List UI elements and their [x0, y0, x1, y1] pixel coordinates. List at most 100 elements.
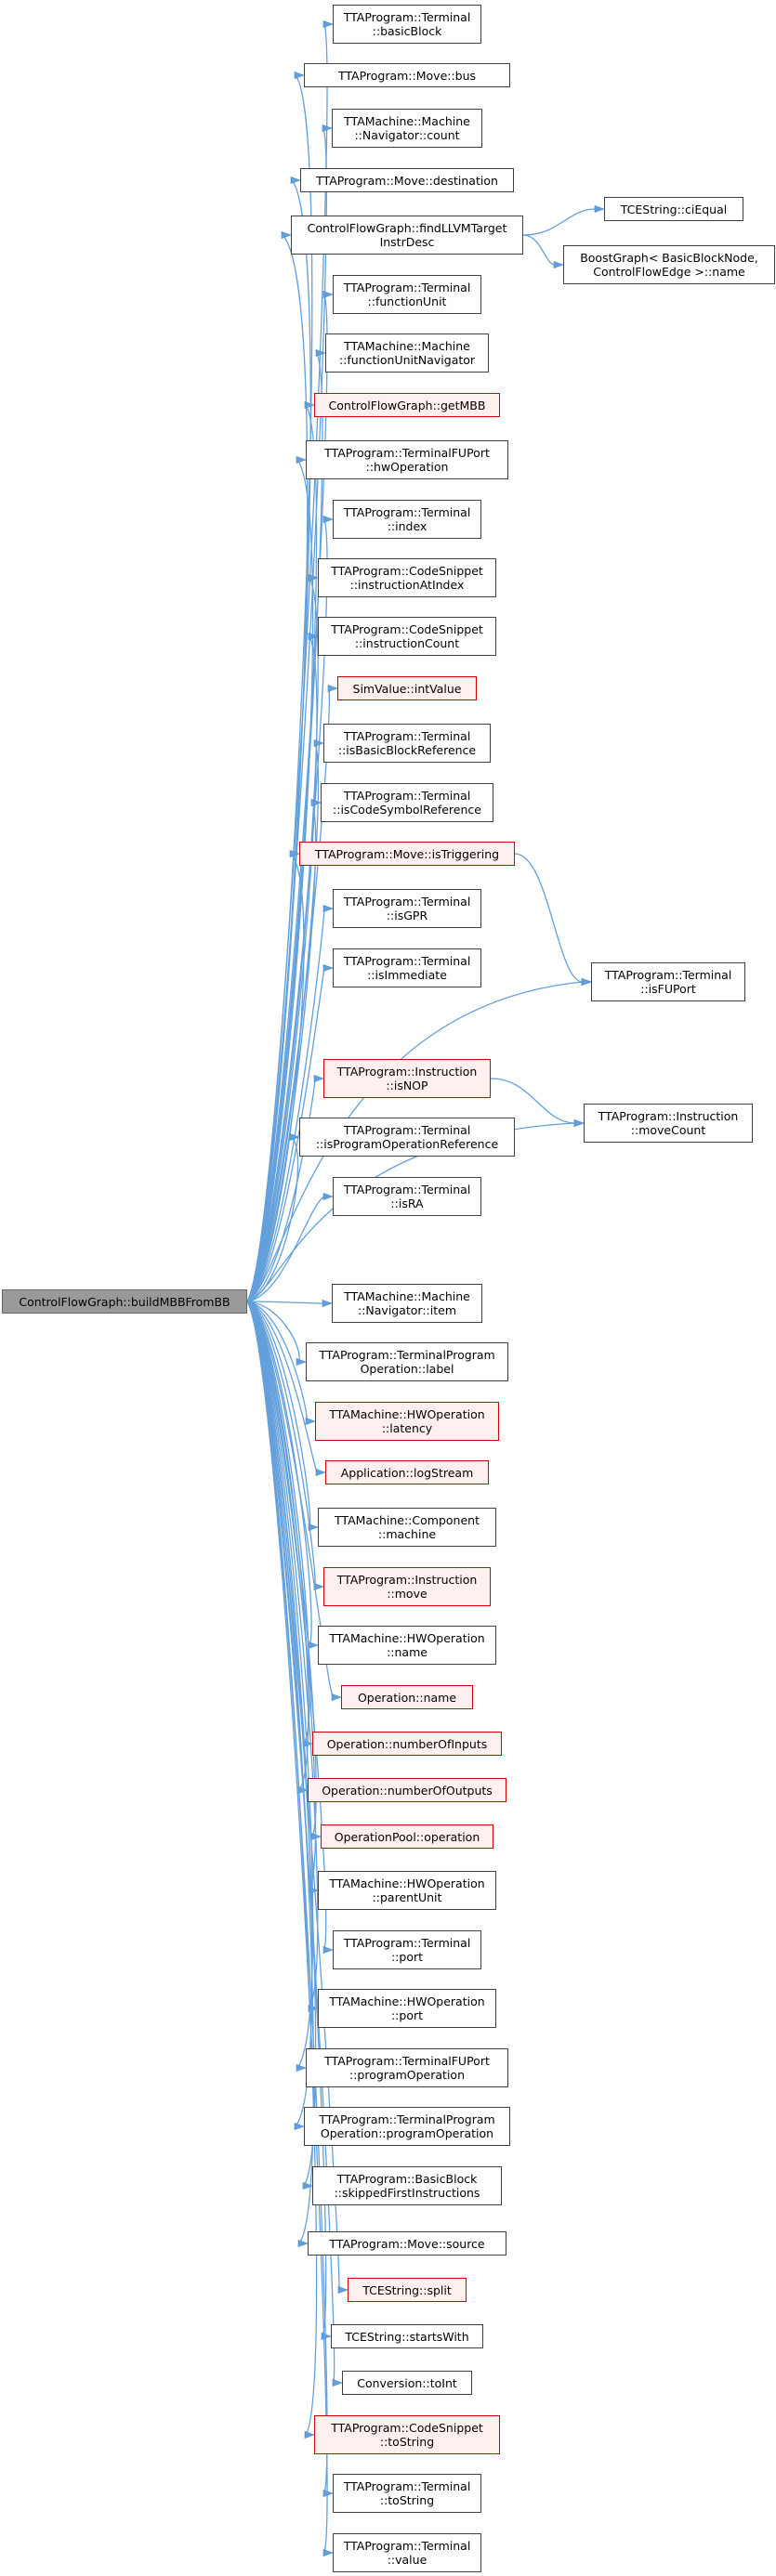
graph-node-ttaprogram-terminal-value[interactable]: TTAProgram::Terminal::value — [333, 2533, 481, 2572]
call-edge — [246, 802, 317, 1302]
node-label-line: TTAProgram::TerminalProgram — [319, 2112, 495, 2126]
node-label-line: TTAProgram::Terminal — [343, 789, 471, 803]
edge-arrowhead — [553, 260, 564, 269]
node-label-line: ControlFlowGraph::getMBB — [328, 398, 486, 412]
node-label-line: Operation::name — [357, 1690, 457, 1705]
graph-node-application-logstream[interactable]: Application::logStream — [325, 1460, 489, 1484]
node-label-line: Operation::numberOfOutputs — [322, 1783, 493, 1798]
node-label-line: ::skippedFirstInstructions — [334, 2186, 480, 2200]
edge-arrowhead — [296, 2063, 307, 2073]
graph-node-tcestring-startswith[interactable]: TCEString::startsWith — [331, 2324, 483, 2348]
node-label-line: ::Navigator::count — [354, 128, 460, 142]
call-edge — [246, 234, 309, 1302]
graph-node-simvalue-intvalue[interactable]: SimValue::intValue — [337, 676, 477, 700]
graph-node-ttaprogram-terminalfuport-programoperation[interactable]: TTAProgram::TerminalFUPort::programOpera… — [306, 2048, 508, 2087]
edge-arrowhead — [327, 684, 338, 693]
node-label-line: ::name — [387, 1645, 427, 1659]
node-label-line: SimValue::intValue — [352, 681, 462, 696]
graph-node-ttamachine-machine-navigator-count[interactable]: TTAMachine::Machine::Navigator::count — [332, 109, 482, 148]
graph-node-ttaprogram-terminal-index[interactable]: TTAProgram::Terminal::index — [333, 500, 481, 539]
graph-node-ttaprogram-codesnippet-instructionatindex[interactable]: TTAProgram::CodeSnippet::instructionAtIn… — [318, 558, 496, 597]
graph-node-ttamachine-hwoperation-parentunit[interactable]: TTAMachine::HWOperation::parentUnit — [318, 1871, 496, 1910]
graph-node-conversion-toint[interactable]: Conversion::toInt — [342, 2371, 472, 2395]
node-label-line: ::functionUnitNavigator — [338, 353, 476, 367]
graph-node-ttamachine-component-machine[interactable]: TTAMachine::Component::machine — [318, 1508, 496, 1547]
graph-node-ttaprogram-instruction-move[interactable]: TTAProgram::Instruction::move — [323, 1567, 491, 1606]
graph-node-ttaprogram-move-istriggering[interactable]: TTAProgram::Move::isTriggering — [299, 842, 515, 866]
call-edge — [246, 1301, 316, 1588]
graph-node-ttaprogram-move-source[interactable]: TTAProgram::Move::source — [308, 2231, 506, 2256]
graph-node-ttaprogram-terminal-isfuport[interactable]: TTAProgram::Terminal::isFUPort — [591, 962, 745, 1001]
node-label-line: TTAProgram::Instruction — [336, 1573, 478, 1587]
node-label-line: ::value — [387, 2553, 427, 2567]
graph-node-ttaprogram-codesnippet-tostring[interactable]: TTAProgram::CodeSnippet::toString — [314, 2415, 500, 2454]
graph-node-ttaprogram-terminal-port[interactable]: TTAProgram::Terminal::port — [333, 1930, 481, 1969]
graph-node-ttaprogram-instruction-movecount[interactable]: TTAProgram::Instruction::moveCount — [584, 1104, 753, 1143]
edge-arrowhead — [322, 1945, 334, 1955]
edge-arrowhead — [322, 2548, 334, 2557]
node-label-line: TTAProgram::Move::destination — [316, 173, 498, 188]
call-edge — [246, 1301, 310, 1745]
graph-node-operation-numberofinputs[interactable]: Operation::numberOfInputs — [312, 1732, 502, 1756]
graph-node-boostgraph-basicblocknode-controlflowedge-name[interactable]: BoostGraph< BasicBlockNode,ControlFlowEd… — [563, 245, 775, 284]
graph-node-ttaprogram-codesnippet-instructioncount[interactable]: TTAProgram::CodeSnippet::instructionCoun… — [318, 617, 496, 656]
node-label-line: ControlFlowGraph::findLLVMTarget — [307, 221, 507, 235]
node-label-line: ::isImmediate — [367, 968, 447, 982]
edge-arrowhead — [289, 1132, 300, 1142]
graph-node-tcestring-split[interactable]: TCEString::split — [348, 2278, 467, 2302]
node-label-line: ::isBasicBlockReference — [337, 743, 477, 757]
edge-arrowhead — [321, 2332, 332, 2341]
graph-node-operationpool-operation[interactable]: OperationPool::operation — [321, 1824, 493, 1849]
node-label-line: TTAProgram::Move::source — [329, 2236, 485, 2251]
graph-node-ttaprogram-terminal-basicblock[interactable]: TTAProgram::Terminal::basicBlock — [333, 5, 481, 44]
edge-arrowhead — [294, 71, 305, 80]
node-label-line: ::isRA — [390, 1196, 424, 1210]
graph-node-ttaprogram-move-bus[interactable]: TTAProgram::Move::bus — [304, 63, 510, 87]
graph-node-tcestring-ciequal[interactable]: TCEString::ciEqual — [604, 197, 743, 221]
graph-node-ttaprogram-terminal-isra[interactable]: TTAProgram::Terminal::isRA — [333, 1177, 481, 1216]
graph-node-ttamachine-hwoperation-latency[interactable]: TTAMachine::HWOperation::latency — [315, 1402, 499, 1441]
node-label-line: ::basicBlock — [372, 24, 442, 38]
edge-arrowhead — [581, 977, 592, 987]
node-label-line: ::parentUnit — [372, 1890, 442, 1904]
call-edge — [246, 967, 325, 1302]
node-label-line: TTAMachine::HWOperation — [329, 1994, 485, 2008]
edge-arrowhead — [308, 1523, 319, 1532]
graph-node-ttaprogram-terminal-isprogramoperationreference[interactable]: TTAProgram::Terminal::isProgramOperation… — [299, 1118, 515, 1157]
graph-node-ttaprogram-terminal-isimmediate[interactable]: TTAProgram::Terminal::isImmediate — [333, 948, 481, 987]
graph-node-ttaprogram-basicblock-skippedfirstinstructions[interactable]: TTAProgram::BasicBlock::skippedFirstInst… — [312, 2166, 502, 2205]
node-label-line: TTAProgram::Move::bus — [337, 68, 477, 83]
graph-node-ttaprogram-terminal-tostring[interactable]: TTAProgram::Terminal::toString — [333, 2474, 481, 2513]
graph-node-controlflowgraph-getmbb[interactable]: ControlFlowGraph::getMBB — [314, 393, 500, 417]
root-node[interactable]: ControlFlowGraph::buildMBBFromBB — [2, 1289, 247, 1314]
graph-node-ttaprogram-terminalfuport-hwoperation[interactable]: TTAProgram::TerminalFUPort::hwOperation — [306, 440, 508, 479]
graph-node-operation-numberofoutputs[interactable]: Operation::numberOfOutputs — [308, 1778, 506, 1802]
edge-arrowhead — [322, 1192, 334, 1201]
node-label-line: TCEString::startsWith — [345, 2329, 469, 2344]
graph-node-ttaprogram-terminal-isgpr[interactable]: TTAProgram::Terminal::isGPR — [333, 889, 481, 928]
node-label-line: TTAProgram::Terminal — [343, 10, 471, 24]
edge-arrowhead — [331, 1693, 342, 1702]
call-edge — [246, 1301, 328, 2554]
call-edge — [522, 208, 597, 236]
graph-node-ttaprogram-move-destination[interactable]: TTAProgram::Move::destination — [300, 168, 514, 192]
graph-node-ttaprogram-terminal-iscodesymbolreference[interactable]: TTAProgram::Terminal::isCodeSymbolRefere… — [321, 783, 493, 822]
graph-node-ttamachine-hwoperation-port[interactable]: TTAMachine::HWOperation::port — [318, 1989, 496, 2028]
graph-node-ttamachine-machine-functionunitnavigator[interactable]: TTAMachine::Machine::functionUnitNavigat… — [325, 333, 489, 373]
node-label-line: ::port — [390, 1950, 424, 1964]
call-edge — [246, 1301, 308, 1422]
node-label-line: ::isFUPort — [640, 982, 696, 996]
node-label-line: Application::logStream — [340, 1465, 474, 1480]
graph-node-ttamachine-hwoperation-name[interactable]: TTAMachine::HWOperation::name — [318, 1626, 496, 1665]
node-label-line: TTAProgram::TerminalFUPort — [324, 2054, 490, 2068]
graph-node-operation-name[interactable]: Operation::name — [341, 1685, 473, 1709]
graph-node-ttaprogram-terminal-functionunit[interactable]: TTAProgram::Terminal::functionUnit — [333, 275, 481, 314]
graph-node-ttaprogram-instruction-isnop[interactable]: TTAProgram::Instruction::isNOP — [323, 1059, 491, 1098]
graph-node-ttaprogram-terminal-isbasicblockreference[interactable]: TTAProgram::Terminal::isBasicBlockRefere… — [323, 724, 491, 763]
node-label-line: TTAMachine::HWOperation — [329, 1407, 485, 1421]
graph-node-ttamachine-machine-navigator-item[interactable]: TTAMachine::Machine::Navigator::item — [332, 1284, 482, 1323]
node-label-line: Operation::label — [360, 1362, 454, 1376]
